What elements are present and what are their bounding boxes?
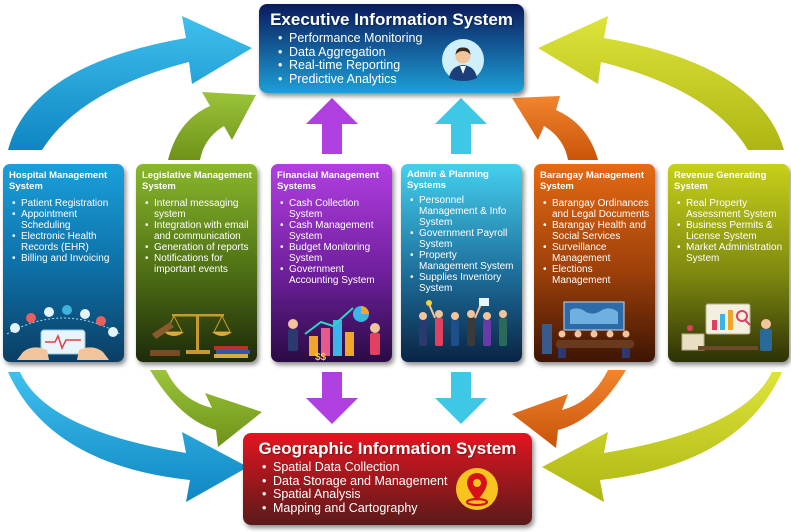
hospital-item: Electronic Health Records (EHR) [12,231,119,253]
hospital-item: Appointment Scheduling [12,209,119,231]
law-scale-illustration [150,314,250,358]
businessman-avatar-icon [442,39,484,81]
svg-text:$$: $$ [315,352,327,362]
admin-items: Personnel Management & Info System Gover… [407,195,517,294]
financial-items: Cash Collection System Cash Management S… [277,198,387,286]
barangay-management-system-box: Barangay Management System Barangay Ordi… [534,164,655,362]
medical-icons-illustration [6,305,121,360]
revenue-item: Business Permits & License System [677,220,784,242]
arrow-barangay-to-executive [512,96,598,160]
finance-chart-illustration: $$ [288,306,380,362]
arrow-barangay-to-geographic [512,370,626,448]
hospital-management-system-box: Hospital Management System Patient Regis… [3,164,124,362]
geographic-item: Spatial Data Collection [262,460,532,475]
legislative-item: Generation of reports [145,242,252,253]
executive-item: Data Aggregation [278,45,524,60]
executive-item: Real-time Reporting [278,59,524,73]
geographic-items: Spatial Data Collection Data Storage and… [243,460,532,516]
barangay-items: Barangay Ordinances and Legal Documents … [540,198,650,286]
financial-title: Financial Management Systems [277,170,379,192]
team-illustration [419,298,507,346]
financial-item: Cash Management System [280,220,387,242]
arrow-hospital-to-executive [8,16,252,150]
barangay-title: Barangay Management System [540,170,645,192]
legislative-title: Legislative Management System [142,170,252,192]
admin-item: Government Payroll System [410,228,517,250]
barangay-item: Barangay Ordinances and Legal Documents [543,198,650,220]
executive-title: Executive Information System [270,10,513,29]
revenue-items: Real Property Assessment System Business… [674,198,784,264]
financial-management-systems-box: Financial Management Systems Cash Collec… [271,164,392,362]
meeting-room-illustration [542,301,634,358]
barangay-item: Elections Management [543,264,650,286]
financial-item: Budget Monitoring System [280,242,387,264]
arrow-admin-down [435,372,487,424]
executive-information-system-box: Executive Information System Performance… [259,4,524,93]
barangay-item: Barangay Health and Social Services [543,220,650,242]
arrow-legislative-to-geographic [150,370,262,447]
admin-title: Admin & Planning Systems [407,169,489,191]
admin-planning-systems-box: Admin & Planning Systems Personnel Manag… [401,164,522,362]
executive-item: Predictive Analytics [278,72,524,87]
revenue-title: Revenue Generating System [674,170,767,192]
geographic-title: Geographic Information System [258,439,517,458]
legislative-item: Integration with email and communication [145,220,252,242]
executive-items: Performance Monitoring Data Aggregation … [259,31,524,87]
arrow-financial-up [306,98,358,154]
legislative-item: Notifications for important events [145,253,252,275]
financial-item: Government Accounting System [280,264,387,286]
revenue-generating-system-box: Revenue Generating System Real Property … [668,164,789,362]
barangay-item: Surveillance Management [543,242,650,264]
hospital-title: Hospital Management System [9,170,108,192]
revenue-item: Market Administration System [677,242,784,264]
arrow-revenue-to-executive [538,16,784,150]
financial-item: Cash Collection System [280,198,387,220]
legislative-items: Internal messaging system Integration wi… [142,198,252,275]
hospital-item: Billing and Invoicing [12,253,119,264]
geographic-information-system-box: Geographic Information System Spatial Da… [243,433,532,525]
arrow-admin-up [435,98,487,154]
arrow-revenue-to-geographic [542,372,782,502]
admin-item: Supplies Inventory System [410,272,517,294]
hospital-item: Patient Registration [12,198,119,209]
arrow-hospital-to-geographic [8,372,248,502]
geographic-item: Spatial Analysis [262,488,532,502]
geographic-item: Mapping and Cartography [262,501,532,516]
legislative-management-system-box: Legislative Management System Internal m… [136,164,257,362]
arrow-financial-down [306,372,358,424]
arrow-legislative-to-executive [168,92,256,160]
hospital-items: Patient Registration Appointment Schedul… [9,198,119,264]
map-pin-icon [456,468,498,510]
executive-item: Performance Monitoring [278,31,524,46]
admin-item: Property Management System [410,250,517,272]
legislative-item: Internal messaging system [145,198,252,220]
geographic-item: Data Storage and Management [262,474,532,489]
admin-item: Personnel Management & Info System [410,195,517,228]
revenue-item: Real Property Assessment System [677,198,784,220]
analyst-illustration [681,303,772,351]
